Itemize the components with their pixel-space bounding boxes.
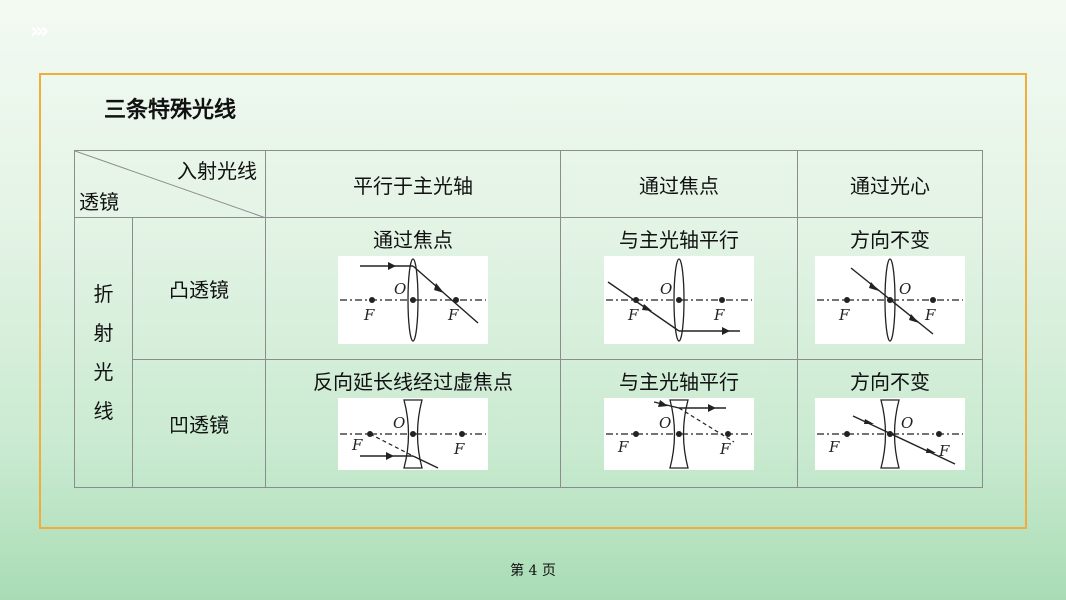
rule-cell: 通过焦点 F O F bbox=[265, 217, 561, 360]
incident-ray-label: 入射光线 bbox=[177, 159, 257, 183]
svg-text:F: F bbox=[447, 306, 459, 324]
svg-text:F: F bbox=[924, 306, 936, 324]
svg-text:F: F bbox=[838, 306, 850, 324]
svg-text:F: F bbox=[719, 440, 731, 458]
svg-text:F: F bbox=[363, 306, 375, 324]
corner-cell: 入射光线 透镜 bbox=[74, 150, 266, 218]
svg-text:O: O bbox=[393, 414, 405, 432]
svg-text:F: F bbox=[351, 436, 363, 454]
svg-text:F: F bbox=[938, 442, 950, 460]
concave-focus-ray-diagram: F O F bbox=[604, 398, 754, 470]
svg-text:O: O bbox=[901, 414, 913, 432]
rule-cell: 反向延长线经过虚焦点 F O F bbox=[265, 359, 561, 488]
page-number: 4 bbox=[528, 563, 538, 579]
table-row: 折 射 光 线 凸透镜 通过焦点 F O F 与主光轴平行 bbox=[74, 217, 983, 488]
row-lens-name: 凸透镜 bbox=[132, 217, 266, 360]
svg-text:F: F bbox=[617, 438, 629, 456]
triple-chevron-icon: ››› bbox=[30, 19, 49, 44]
svg-text:F: F bbox=[828, 438, 840, 456]
diagonal-divider bbox=[75, 151, 266, 218]
svg-text:O: O bbox=[899, 280, 911, 298]
convex-center-ray-diagram: F O F bbox=[815, 256, 965, 344]
table-header-row: 入射光线 透镜 平行于主光轴 通过焦点 通过光心 bbox=[74, 150, 983, 218]
special-rays-table: 入射光线 透镜 平行于主光轴 通过焦点 通过光心 折 射 光 线 凸透镜 通过焦… bbox=[74, 150, 983, 488]
concave-center-ray-diagram: F O F bbox=[815, 398, 965, 470]
svg-text:F: F bbox=[713, 306, 725, 324]
convex-focus-ray-diagram: F O F bbox=[604, 256, 754, 344]
content-frame bbox=[39, 73, 1027, 529]
lens-label: 透镜 bbox=[79, 190, 119, 214]
convex-parallel-ray-diagram: F O F bbox=[338, 256, 488, 344]
rule-cell: 方向不变 F O F bbox=[797, 359, 983, 488]
svg-text:O: O bbox=[394, 280, 406, 298]
rule-cell: 与主光轴平行 F O F bbox=[560, 217, 798, 360]
rule-cell: 方向不变 F O F bbox=[797, 217, 983, 360]
svg-text:O: O bbox=[660, 280, 672, 298]
svg-text:F: F bbox=[627, 306, 639, 324]
page-title: 三条特殊光线 bbox=[104, 98, 237, 123]
column-header: 平行于主光轴 bbox=[265, 150, 561, 218]
column-header: 通过光心 bbox=[797, 150, 983, 218]
rule-cell: 与主光轴平行 F O F bbox=[560, 359, 798, 488]
row-lens-name: 凹透镜 bbox=[132, 359, 266, 488]
column-header: 通过焦点 bbox=[560, 150, 798, 218]
concave-parallel-ray-diagram: F O F bbox=[338, 398, 488, 470]
table-row: 凹透镜 反向延长线经过虚焦点 F O F 与主光轴平行 bbox=[75, 359, 983, 488]
svg-text:F: F bbox=[453, 440, 465, 458]
refracted-ray-group-label: 折 射 光 线 bbox=[74, 217, 133, 488]
page-footer: 第 4 页 bbox=[510, 563, 556, 579]
svg-text:O: O bbox=[659, 414, 671, 432]
